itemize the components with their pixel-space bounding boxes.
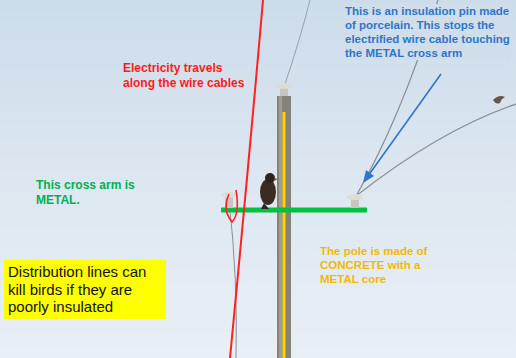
insulator-note: This is an insulation pin made of porcel…	[345, 4, 511, 60]
pole-note: The pole is made of CONCRETE with a META…	[320, 244, 455, 286]
cross-arm-note: This cross arm is METAL.	[36, 178, 154, 207]
warning-box: Distribution lines can kill birds if the…	[4, 260, 166, 319]
warning-text: Distribution lines can kill birds if the…	[8, 263, 162, 316]
wire-note: Electricity travels along the wire cable…	[123, 61, 245, 90]
